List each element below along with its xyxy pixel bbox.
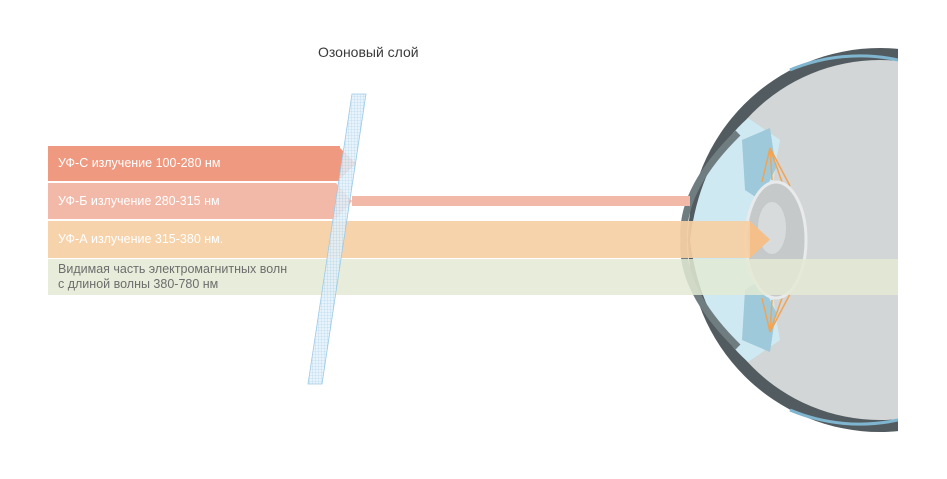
iris-upper [742, 128, 776, 200]
retina-lower [789, 408, 898, 426]
uva-band [48, 221, 770, 258]
uvc-band [48, 146, 356, 181]
eye-illustration [680, 48, 898, 432]
uvb-transmitted-beam [352, 196, 690, 206]
uva-label: УФ-А излучение 315-380 нм. [58, 232, 224, 246]
retina-upper [789, 54, 898, 72]
ciliary-fibers-lower [761, 293, 791, 333]
arrow-head [750, 221, 770, 258]
ozone-layer-title: Озоновый слой [318, 44, 419, 60]
visible-label-line-2: с длиной волны 380-780 нм [58, 277, 219, 291]
ciliary-fibers-upper [761, 147, 791, 187]
iris-lower [742, 280, 776, 352]
uvb-band [48, 183, 690, 219]
uvb-label: УФ-Б излучение 280-315 нм [58, 194, 220, 208]
visible-label-line-1: Видимая часть электромагнитных волн [58, 262, 288, 276]
visible-band [48, 259, 898, 295]
uvc-label: УФ-С излучение 100-280 нм [58, 156, 221, 170]
ozone-layer-mesh [307, 93, 367, 385]
